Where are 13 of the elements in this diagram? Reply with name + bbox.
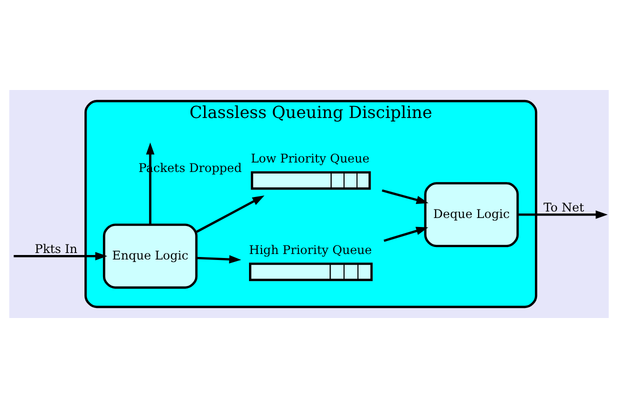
arrow xyxy=(146,142,154,224)
arrow xyxy=(196,195,264,232)
edge-label: To Net xyxy=(543,200,584,214)
arrow xyxy=(14,251,108,260)
node-box: Enque Logic xyxy=(102,223,198,288)
arrow xyxy=(382,188,428,204)
arrow xyxy=(518,210,608,218)
arrow xyxy=(384,226,428,242)
node-label: Low Priority Queue xyxy=(250,150,370,165)
edge-label: Pkts In xyxy=(34,241,78,256)
arrow xyxy=(196,254,242,264)
node-box: Deque Logic xyxy=(424,182,519,247)
node-label: High Priority Queue xyxy=(249,242,372,256)
